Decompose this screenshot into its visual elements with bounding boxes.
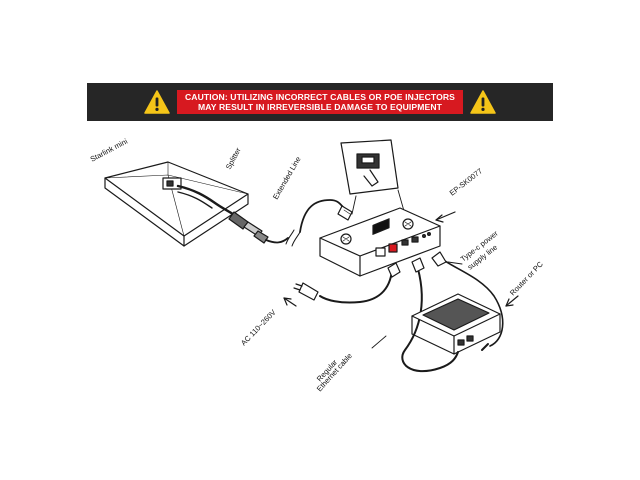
starlink-mini-dish <box>104 161 249 247</box>
warning-triangle-icon <box>470 90 496 114</box>
splitter-label: Splitter <box>224 146 243 171</box>
device-model-label: EP-SK0077 <box>448 166 484 197</box>
ep-sk0077-device <box>319 207 441 277</box>
warning-triangle-icon <box>144 90 170 114</box>
router-device <box>411 293 501 355</box>
router-label: Router or PC <box>508 259 545 297</box>
rj45-connector <box>337 205 353 221</box>
starlink-label: Starlink mini <box>89 136 130 163</box>
splitter <box>228 211 269 244</box>
caution-line-2: MAY RESULT IN IRREVERSIBLE DAMAGE TO EQU… <box>198 102 442 112</box>
extended-line-label: Extended Line <box>271 155 303 201</box>
ac-plug <box>293 282 319 301</box>
ac-label: AC 110~260V <box>239 308 278 348</box>
port-zoom-callout <box>340 139 407 219</box>
caution-message: CAUTION: UTILIZING INCORRECT CABLES OR P… <box>177 90 463 114</box>
caution-banner: CAUTION: UTILIZING INCORRECT CABLES OR P… <box>87 83 553 121</box>
caution-line-1: CAUTION: UTILIZING INCORRECT CABLES OR P… <box>184 92 456 102</box>
